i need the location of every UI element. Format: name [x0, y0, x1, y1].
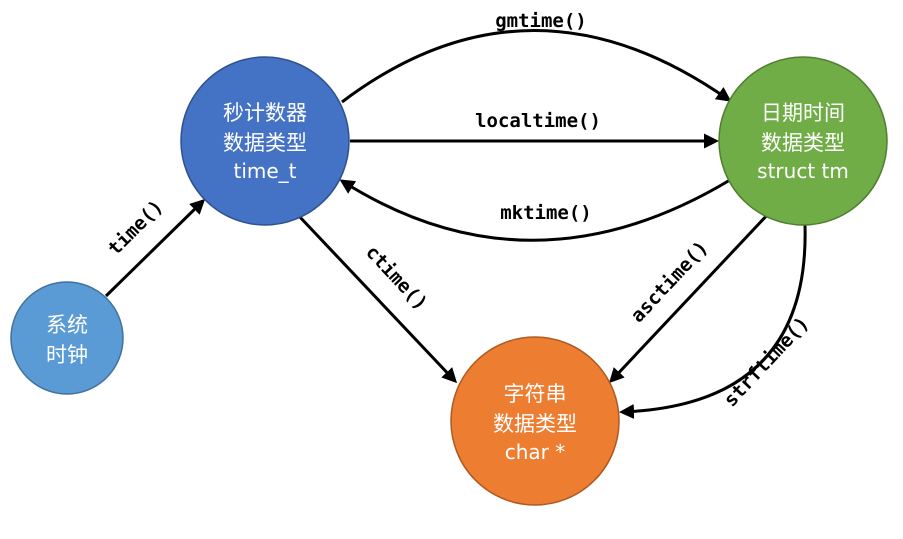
label-localtime: localtime(): [475, 110, 601, 132]
node-seconds: 秒计数器 数据类型 time_t: [180, 56, 350, 226]
node-system-clock-line2: 时钟: [46, 343, 88, 367]
node-datetime-line3: struct tm: [757, 159, 849, 183]
node-datetime-circle: [718, 56, 888, 226]
label-time: time(): [104, 196, 168, 260]
node-seconds-line3: time_t: [233, 159, 296, 183]
edge-ctime: [296, 213, 458, 384]
node-seconds-circle: [180, 56, 350, 226]
label-ctime: ctime(): [361, 241, 432, 315]
node-string-line1: 字符串: [504, 382, 567, 406]
label-gmtime: gmtime(): [495, 10, 587, 32]
label-asctime: asctime(): [626, 237, 712, 327]
node-system-clock-line1: 系统: [46, 313, 88, 337]
edge-asctime: [608, 210, 772, 384]
node-datetime-line2: 数据类型: [761, 131, 845, 155]
label-mktime: mktime(): [500, 202, 592, 224]
node-string: 字符串 数据类型 char *: [450, 336, 620, 506]
node-string-line3: char *: [505, 440, 566, 464]
edge-strftime: [619, 224, 807, 420]
node-string-line2: 数据类型: [493, 412, 577, 436]
node-seconds-line2: 数据类型: [223, 131, 307, 155]
edge-time: [104, 198, 206, 298]
label-strftime: strftime(): [720, 313, 814, 412]
node-string-circle: [450, 336, 620, 506]
node-system-clock: 系统 时钟: [10, 281, 124, 395]
node-seconds-line1: 秒计数器: [223, 101, 307, 125]
edge-gmtime: [341, 29, 732, 104]
node-datetime-line1: 日期时间: [761, 101, 845, 125]
node-datetime: 日期时间 数据类型 struct tm: [718, 56, 888, 226]
node-system-clock-circle: [10, 281, 124, 395]
edge-mktime: [339, 178, 731, 242]
